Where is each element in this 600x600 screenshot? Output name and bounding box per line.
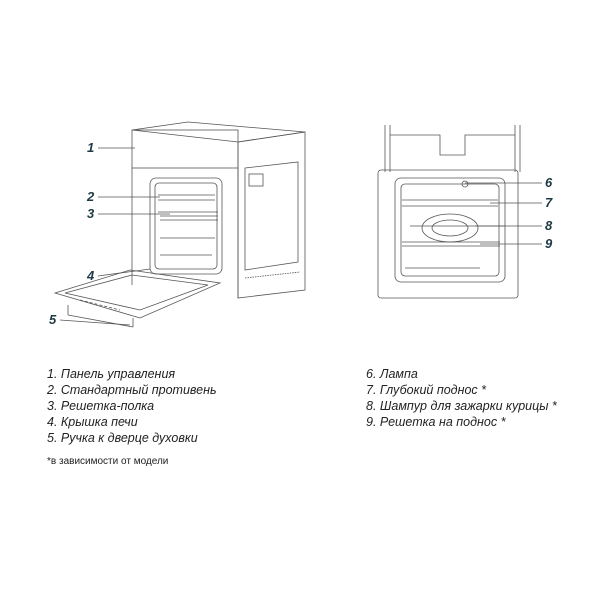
callout-8: 8	[545, 218, 553, 233]
legend-item: 7. Глубокий поднос *	[366, 383, 487, 397]
callout-1: 1	[87, 140, 95, 155]
legend-item: 8. Шампур для зажарки курицы *	[366, 399, 557, 413]
callout-3: 3	[87, 206, 95, 221]
callout-9: 9	[545, 236, 553, 251]
right-oven-drawing	[377, 125, 521, 299]
callout-7: 7	[545, 195, 553, 210]
footnote: *в зависимости от модели	[47, 456, 169, 467]
legend-right: 6. Лампа 7. Глубокий поднос * 8. Шампур …	[366, 366, 557, 430]
legend-item: 1. Панель управления	[47, 367, 176, 381]
callout-6: 6	[545, 175, 553, 190]
legend-item: 5. Ручка к дверце духовки	[47, 431, 198, 445]
callout-2: 2	[87, 189, 95, 204]
callout-leaders	[59, 147, 542, 326]
legend-item: 2. Стандартный противень	[47, 383, 217, 397]
legend-item: 4. Крышка печи	[47, 415, 138, 429]
legend-item: 9. Решетка на поднос *	[366, 415, 506, 429]
left-oven-drawing	[53, 121, 306, 328]
callout-5: 5	[49, 312, 57, 327]
legend-item: 3. Решетка-полка	[47, 399, 155, 413]
legend-item: 6. Лампа	[366, 367, 418, 381]
legend-left: 1. Панель управления 2. Стандартный прот…	[47, 366, 217, 446]
callout-4: 4	[87, 268, 95, 283]
